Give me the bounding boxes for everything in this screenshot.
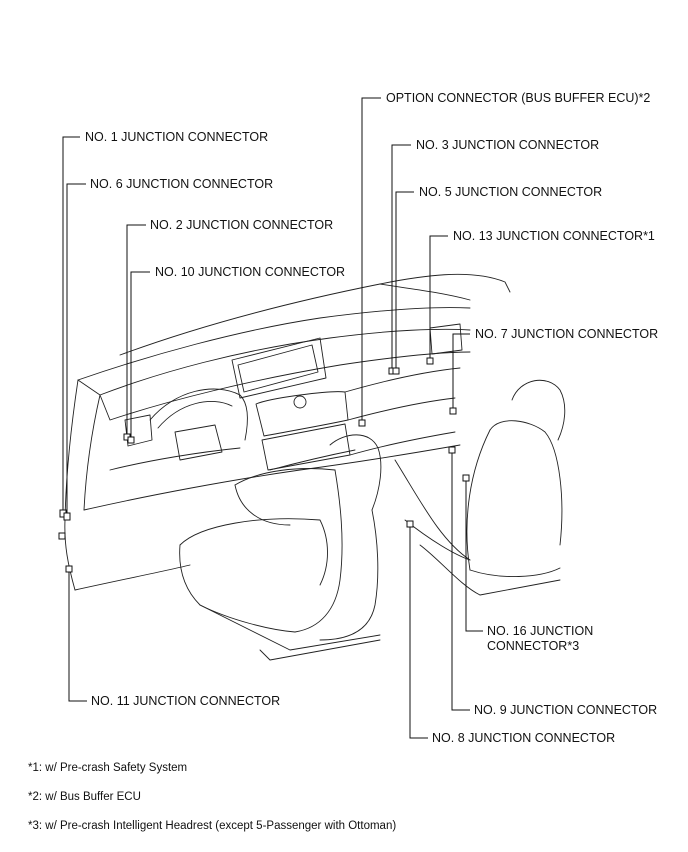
label-no16-junction-connector: NO. 16 JUNCTION CONNECTOR*3 (487, 624, 594, 653)
connector-marker-left-lower (58, 532, 66, 540)
footnote-3: *3: w/ Pre-crash Intelligent Headrest (e… (28, 820, 397, 832)
label-no11-junction-connector: NO. 11 JUNCTION CONNECTOR (91, 694, 281, 708)
label-no10-junction-connector: NO. 10 JUNCTION CONNECTOR (155, 265, 346, 279)
label-no1-junction-connector: NO. 1 JUNCTION CONNECTOR (85, 130, 269, 144)
connector-marker-no16 (462, 474, 470, 482)
label-no9-junction-connector: NO. 9 JUNCTION CONNECTOR (474, 703, 658, 717)
connector-markers (58, 357, 470, 573)
dashboard-drawing (64, 273, 566, 661)
connector-marker-no7 (449, 407, 457, 415)
label-no13-junction-connector: NO. 13 JUNCTION CONNECTOR*1 (453, 229, 655, 243)
label-no5-junction-connector: NO. 5 JUNCTION CONNECTOR (419, 185, 603, 199)
footnote-1: *1: w/ Pre-crash Safety System (28, 762, 188, 774)
label-no7-junction-connector: NO. 7 JUNCTION CONNECTOR (475, 327, 659, 341)
label-no3-junction-connector: NO. 3 JUNCTION CONNECTOR (416, 138, 600, 152)
connector-marker-no6 (63, 512, 71, 521)
label-no6-junction-connector: NO. 6 JUNCTION CONNECTOR (90, 177, 274, 191)
connector-marker-no11 (65, 565, 73, 573)
connector-marker-no13 (426, 357, 434, 365)
callout-leader-lines (62, 97, 483, 739)
connector-marker-no5 (392, 367, 400, 375)
connector-marker-option (358, 419, 366, 427)
label-option-connector: OPTION CONNECTOR (BUS BUFFER ECU)*2 (386, 91, 651, 105)
footnote-2: *2: w/ Bus Buffer ECU (28, 791, 141, 803)
connector-marker-no9 (448, 446, 456, 454)
connector-marker-no8 (406, 520, 414, 528)
label-no8-junction-connector: NO. 8 JUNCTION CONNECTOR (432, 731, 616, 745)
connector-marker-no10 (127, 436, 135, 444)
label-no2-junction-connector: NO. 2 JUNCTION CONNECTOR (150, 218, 334, 232)
